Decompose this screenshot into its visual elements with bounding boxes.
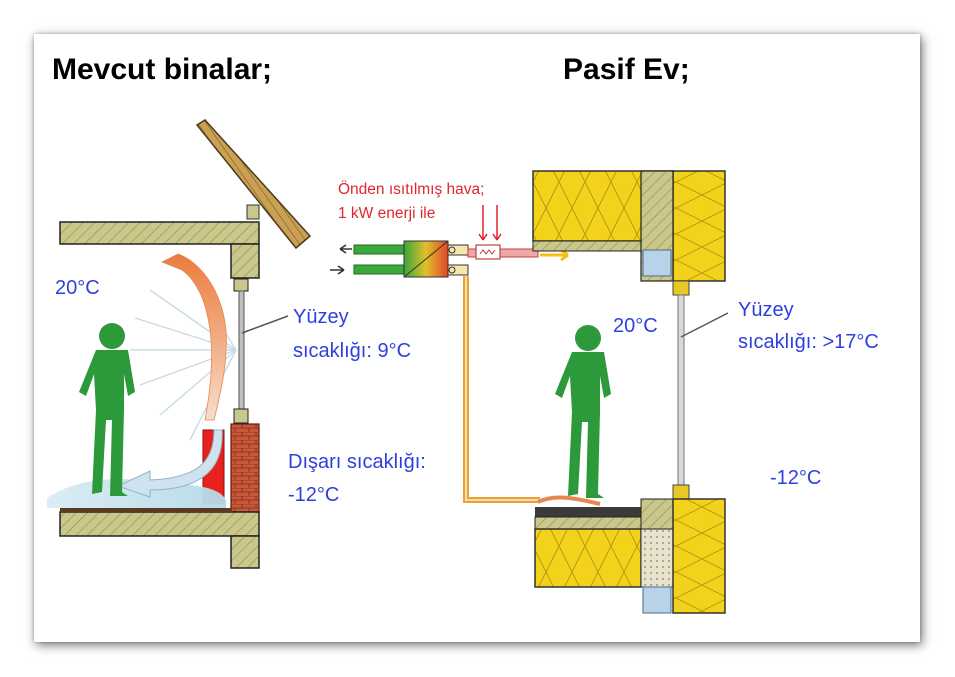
surface-leader-right — [680, 312, 729, 338]
floor-slab-right — [534, 516, 642, 530]
person-silhouette-icon — [79, 323, 135, 496]
lower-wall — [230, 535, 260, 569]
lower-glazing — [642, 586, 672, 614]
preheated-air-label: Önden ısıtılmış hava; — [338, 181, 485, 198]
return-duct — [463, 276, 540, 503]
outdoor-temp-right: -12°C — [770, 467, 822, 489]
warm-air-arrow — [161, 253, 227, 421]
inner-wall-bottom — [640, 498, 674, 530]
window-frame-bottom-right — [672, 484, 690, 500]
ventilation-unit — [330, 205, 601, 506]
surface-temp-right-line2: sıcaklığı: >17°C — [738, 331, 879, 353]
cold-air-arrow — [116, 429, 223, 498]
top-slab — [532, 240, 642, 252]
diagram-card — [34, 34, 920, 642]
upper-glazing — [642, 249, 672, 277]
duct-exhaust — [353, 244, 405, 255]
fan-box-top — [447, 244, 469, 256]
floor-line — [60, 508, 231, 512]
supply-duct — [467, 248, 539, 258]
window-frame-top-right — [672, 280, 690, 296]
roof-support — [246, 204, 260, 220]
window-frame-top — [233, 278, 249, 292]
dotted-block — [640, 528, 674, 588]
ceiling-slab — [59, 221, 260, 245]
energy-arrow-1 — [478, 205, 488, 241]
upper-wall — [230, 243, 260, 279]
existing-building-section — [47, 119, 312, 569]
intake-arrow — [330, 265, 345, 275]
brick-wall — [230, 423, 260, 513]
surface-leader-left — [241, 315, 289, 334]
bottom-insulation — [534, 528, 642, 588]
surface-temp-right-line1: Yüzey — [738, 299, 794, 321]
duct-intake — [353, 264, 405, 275]
indoor-temp-right: 20°C — [613, 315, 658, 337]
passive-house-section — [532, 170, 726, 614]
window-frame-bottom — [233, 408, 249, 424]
existing-buildings-title: Mevcut binalar; — [52, 53, 273, 86]
wall-insulation-bottom — [672, 498, 726, 614]
wall-insulation-top — [672, 170, 726, 282]
outdoor-temp-left-line1: Dışarı sıcaklığı: — [288, 451, 426, 473]
surface-temp-left-line1: Yüzey — [293, 306, 349, 328]
floor-slab — [59, 511, 260, 537]
energy-label: 1 kW enerji ile — [338, 205, 436, 222]
passive-house-title: Pasif Ev; — [563, 53, 690, 86]
outdoor-temp-left-line2: -12°C — [288, 484, 340, 506]
fan-box-bottom — [447, 264, 469, 276]
roof — [195, 119, 312, 250]
indoor-temp-left: 20°C — [55, 277, 100, 299]
exhaust-arrow — [339, 244, 352, 254]
floor-finish — [535, 507, 641, 517]
person-silhouette-icon-right — [555, 325, 611, 498]
surface-temp-left-line2: sıcaklığı: 9°C — [293, 340, 412, 362]
floor-heat-outlet — [537, 495, 601, 506]
window-glass — [238, 290, 245, 410]
passive-window-glass — [677, 294, 685, 486]
energy-arrow-2 — [492, 205, 502, 241]
